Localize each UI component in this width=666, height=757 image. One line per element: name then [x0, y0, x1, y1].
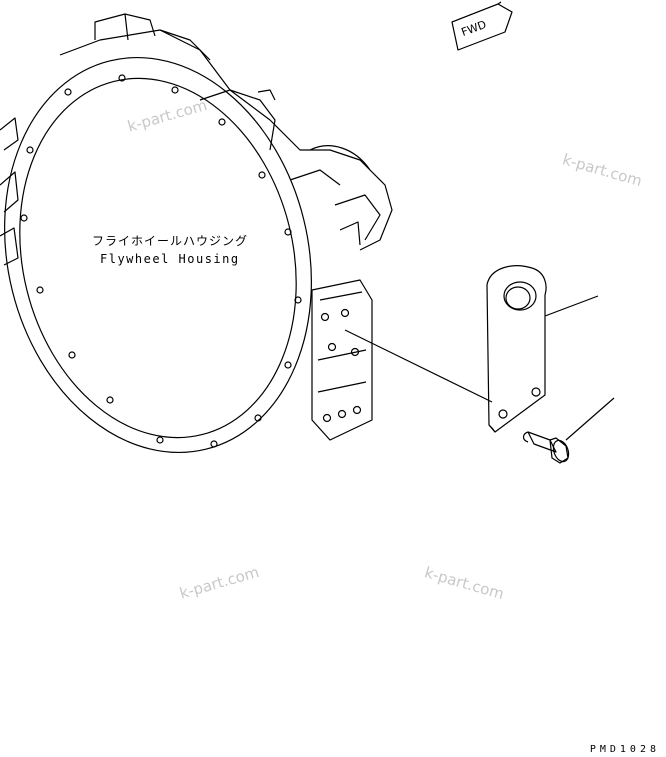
leader-line-bracket-ref: [544, 295, 599, 317]
leader-line-bolt-ref: [565, 397, 615, 441]
flange-bolt-holes: [20, 74, 302, 448]
part-label-japanese: フライホイールハウジング: [92, 234, 249, 248]
fwd-arrow-icon: [451, 1, 513, 51]
part-label-english: Flywheel Housing: [100, 252, 240, 266]
bracket: [486, 265, 599, 433]
leader-line-bracket: [344, 329, 493, 403]
flange-bolt: [522, 397, 615, 464]
flywheel-housing: [0, 13, 393, 454]
part-code: PMD1028: [589, 744, 660, 755]
